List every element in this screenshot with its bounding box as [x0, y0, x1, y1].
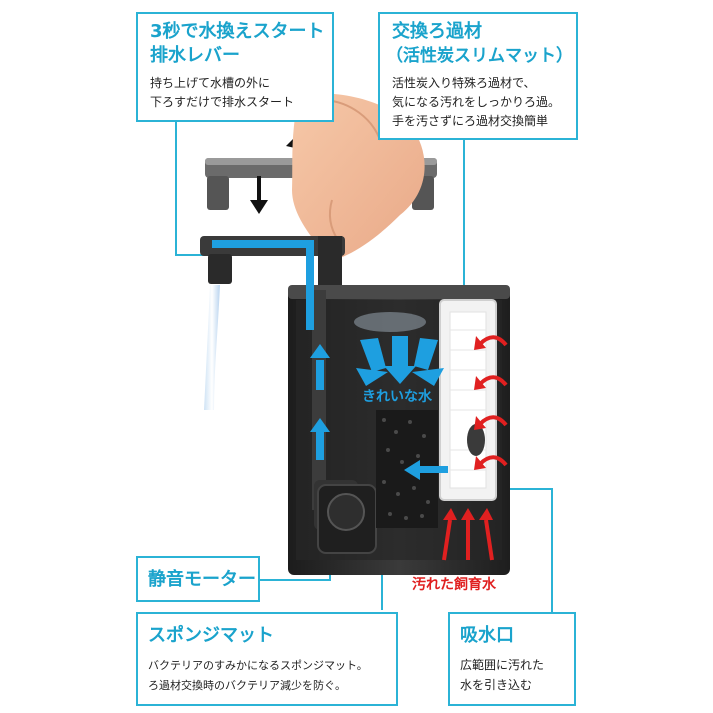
clean-water-arrows [212, 240, 448, 480]
callout-motor-title: 静音モーター [148, 569, 256, 590]
callout-filter-media-title-2: （活性炭スリムマット） [386, 46, 573, 66]
callout-leader-lines [175, 120, 553, 612]
drain-water-stream [204, 285, 220, 410]
callout-filter-media-body-2: 気になる汚れをしっかりろ過。 [392, 95, 561, 109]
callout-drain-lever-body-2: 下ろすだけで排水スタート [150, 95, 295, 109]
callout-drain-lever-title-2: 排水レバー [150, 45, 240, 66]
callout-drain-lever-title-1: 3秒で水換えスタート [150, 21, 325, 42]
callout-sponge-mat: スポンジマット バクテリアのすみかになるスポンジマット。 ろ過材交換時のバクテリ… [136, 612, 398, 706]
down-arrow-icon [250, 176, 268, 214]
callout-intake-title: 吸水口 [460, 625, 514, 646]
callout-sponge-mat-body-2: ろ過材交換時のバクテリア減少を防ぐ。 [148, 679, 346, 692]
callout-filter-media-title-1: 交換ろ過材 [392, 21, 482, 42]
callout-filter-media-body-1: 活性炭入り特殊ろ過材で、 [392, 76, 536, 90]
callout-sponge-mat-title: スポンジマット [148, 625, 274, 646]
callout-filter-media-body-3: 手を汚さずにろ過材交換簡単 [392, 114, 549, 128]
filter-cartridge [439, 299, 497, 501]
callout-motor: 静音モーター [136, 556, 260, 602]
callout-drain-lever-body-1: 持ち上げて水槽の外に [150, 76, 271, 90]
callout-filter-media: 交換ろ過材 （活性炭スリムマット） 活性炭入り特殊ろ過材で、 気になる汚れをしっ… [378, 12, 578, 140]
callout-sponge-mat-body-1: バクテリアのすみかになるスポンジマット。 [148, 659, 368, 672]
dirty-water-arrows [442, 335, 508, 561]
clean-water-label: きれいな水 [362, 389, 432, 405]
callout-intake-body-1: 広範囲に汚れた [460, 658, 545, 672]
callout-intake-body-2: 水を引き込む [460, 678, 533, 692]
motor [317, 484, 377, 554]
callout-intake: 吸水口 広範囲に汚れた 水を引き込む [448, 612, 576, 706]
dirty-water-label: 汚れた飼育水 [412, 577, 496, 593]
callout-drain-lever: 3秒で水換えスタート 排水レバー 持ち上げて水槽の外に 下ろすだけで排水スタート [136, 12, 334, 122]
